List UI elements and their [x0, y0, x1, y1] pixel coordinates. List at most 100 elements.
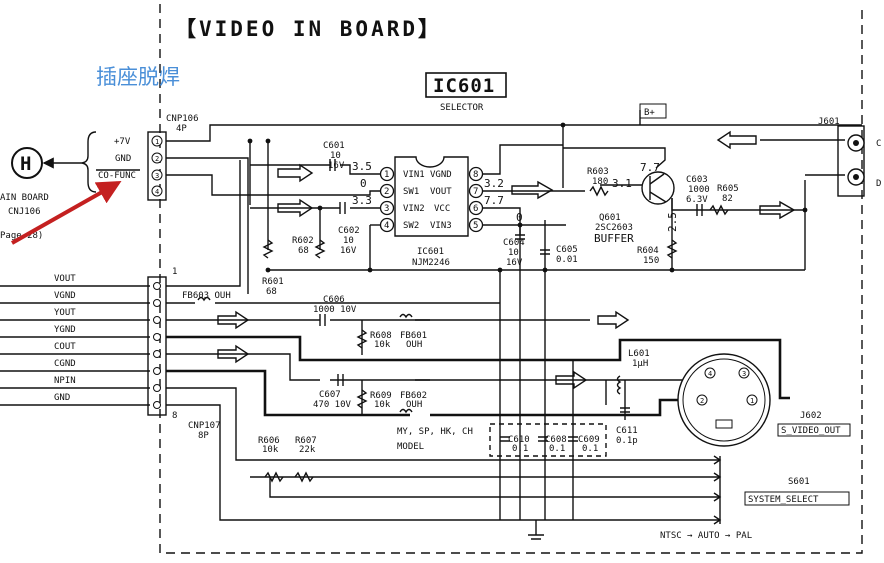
r606-ref: R606 [258, 436, 280, 446]
signal-ygnd: YGND [54, 325, 76, 335]
ic-pin-1: 1 [384, 170, 389, 180]
j602-pin-1: 1 [750, 397, 754, 405]
ic601-part-ref: IC601 [417, 247, 444, 257]
voltage-vin2: 3.3 [352, 194, 372, 207]
c605-value: 0.01 [556, 255, 578, 265]
signal-gnd: GND [54, 393, 70, 403]
r608-ref: R608 [370, 331, 392, 341]
s601-modes: NTSC → AUTO → PAL [660, 531, 752, 541]
fb602-ref: FB602 [400, 391, 427, 401]
cnp106-pins-label: 4P [176, 124, 187, 134]
cnp106-pin-3: 3 [155, 172, 159, 180]
ic-pin-2: 2 [384, 187, 389, 197]
c610-value: 0.1 [512, 444, 528, 454]
model-note-line2: MODEL [397, 442, 424, 452]
s601-ref: S601 [788, 477, 810, 487]
j602-s-video-jack: 4 3 2 1 J602 S_VIDEO_OUT [677, 353, 851, 447]
voltage-vout: 3.2 [484, 177, 504, 190]
c606-value: 1000 10V [313, 305, 357, 315]
b-plus-label: B+ [644, 108, 655, 118]
c605-ref: C605 [556, 245, 578, 255]
q601-ref: Q601 [599, 213, 621, 223]
l601-ref: L601 [628, 349, 650, 359]
s601-label: SYSTEM_SELECT [748, 495, 819, 505]
r605-ref: R605 [717, 184, 739, 194]
c606-ref: C606 [323, 295, 345, 305]
signal-vout: VOUT [54, 274, 76, 284]
r603-value: 180 [592, 177, 608, 187]
j602-pin-3: 3 [742, 370, 746, 378]
q601-voltage-collector: 7.7 [640, 161, 660, 174]
c608-value: 0.1 [549, 444, 565, 454]
wiring-top [166, 110, 862, 300]
r605-value: 82 [722, 194, 733, 204]
ic-pin-label-vin1: VIN1 [403, 170, 425, 180]
resistors-bottom [197, 296, 630, 483]
ic-pin-label-sw1: SW1 [403, 187, 419, 197]
cnp106-pin-4: 4 [155, 188, 159, 196]
r601-ref: R601 [262, 277, 284, 287]
c611-value: 0.1p [616, 436, 638, 446]
r607-ref: R607 [295, 436, 317, 446]
c608-ref: C608 [545, 435, 567, 445]
cnp107-pins-label: 8P [198, 431, 209, 441]
c602-value: 10 [343, 236, 354, 246]
c607-ref: C607 [319, 390, 341, 400]
ic-pin-label-sw2: SW2 [403, 221, 419, 231]
j601-side-c: C [876, 139, 881, 149]
b-plus-tag: B+ [639, 103, 667, 119]
voltage-vcc: 7.7 [484, 194, 504, 207]
fb601-value: OUH [406, 340, 422, 350]
j601-ref: J601 [818, 117, 840, 127]
q601-function: BUFFER [594, 232, 634, 245]
c602-ref: C602 [338, 226, 360, 236]
capacitors-top [329, 159, 703, 255]
r609-ref: R609 [370, 391, 392, 401]
fb601-ref: FB601 [400, 331, 427, 341]
ic-pin-label-vin3: VIN3 [430, 221, 452, 231]
q601-transistor [641, 171, 675, 205]
q601-part: 2SC2603 [595, 223, 633, 233]
c607-value: 470 10V [313, 400, 352, 410]
c601-value: 10 [330, 151, 341, 161]
main-board-connector: CNJ106 [8, 207, 41, 217]
wiring-bottom [166, 160, 790, 540]
signal-npin: NPIN [54, 376, 76, 386]
ic601-title: IC601 [433, 75, 495, 97]
ic-pin-label-vin2: VIN2 [403, 204, 425, 214]
labels-bottom: FB603 OUH C606 1000 10V R608 10k FB601 O… [182, 291, 650, 455]
ic-pin-6: 6 [473, 204, 478, 214]
r603-ref: R603 [587, 167, 609, 177]
ic-pin-8: 8 [473, 170, 478, 180]
cnp106-connector: CNP106 4P 1 2 3 4 +7V GND CO-FUNC [42, 114, 199, 201]
c609-ref: C609 [578, 435, 600, 445]
c603-value: 1000 [688, 185, 710, 195]
cnp107-signals: VOUT VGND YOUT YGND COUT CGND NPIN GND [0, 274, 161, 409]
signal-vgnd: VGND [54, 291, 76, 301]
j601-jack: J601 C D [818, 117, 881, 197]
ic-pin-label-vcc: VCC [434, 204, 450, 214]
c609-value: 0.1 [582, 444, 598, 454]
board-outline [159, 4, 863, 554]
c604-value: 10 [508, 248, 519, 258]
j601-side-d: D [876, 179, 881, 189]
j602-pin-4: 4 [708, 370, 712, 378]
ic-pin-label-vout: VOUT [430, 187, 452, 197]
c601-voltage: 16V [328, 161, 345, 171]
q601-voltage-emitter: 2.5 [666, 212, 679, 232]
ic-pin-7: 7 [473, 187, 478, 197]
resistors-top [262, 185, 729, 259]
fb603-label: FB603 OUH [182, 291, 231, 301]
r602-value: 68 [298, 246, 309, 256]
j602-ref: J602 [800, 411, 822, 421]
voltage-vin1: 3.5 [352, 160, 372, 173]
voltage-sw1: 0 [360, 177, 367, 190]
cnp106-label-cofunc: CO-FUNC [98, 171, 136, 181]
r608-value: 10k [374, 340, 391, 350]
board-title: 【VIDEO IN BOARD】 [175, 17, 442, 41]
signal-cgnd: CGND [54, 359, 76, 369]
ic-pin-label-vgnd: VGND [430, 170, 452, 180]
s601-switch: S601 SYSTEM_SELECT NTSC → AUTO → PAL [660, 455, 850, 541]
cnp107-last-pin: 8 [172, 411, 177, 421]
j602-pin-2: 2 [700, 397, 704, 405]
